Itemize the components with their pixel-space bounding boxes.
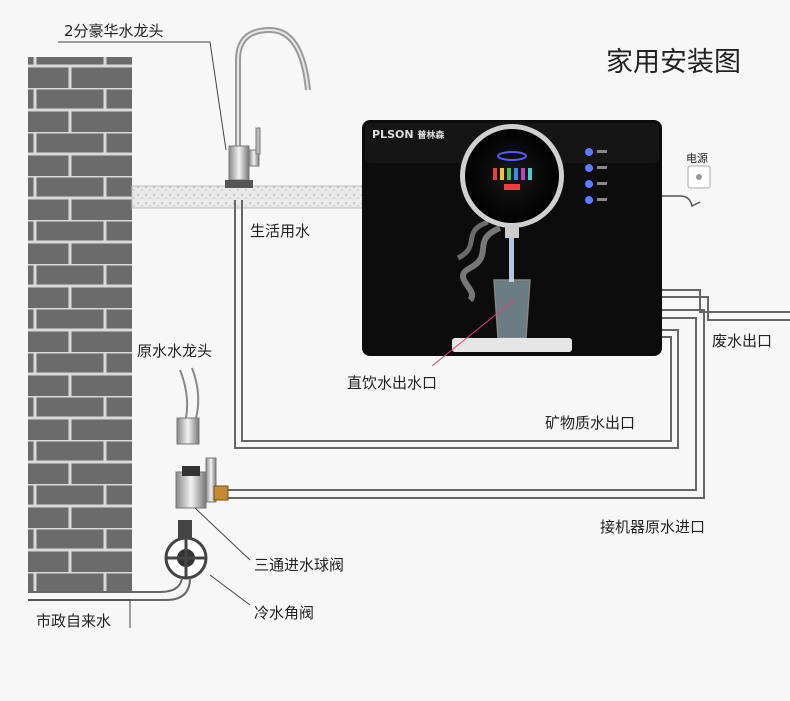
brand-logo-cn: 普林森 bbox=[417, 131, 445, 141]
waste-water-pipe-b bbox=[662, 296, 790, 321]
waste-water-outlet-label: 废水出口 bbox=[712, 332, 773, 350]
brand-logo: PLSON 普林森 bbox=[372, 128, 444, 141]
power-socket bbox=[662, 165, 711, 208]
button-icon bbox=[585, 148, 593, 156]
countertop bbox=[131, 185, 365, 209]
display-screen bbox=[465, 129, 559, 223]
drip-tray bbox=[452, 338, 572, 352]
raw-water-pipe bbox=[226, 317, 697, 491]
waste-water-pipe bbox=[662, 289, 790, 313]
mineral-water-pipe-inner bbox=[241, 200, 672, 442]
button-icon bbox=[585, 164, 593, 172]
button-icon bbox=[585, 196, 593, 204]
raw-water-pipe-outer bbox=[226, 309, 705, 499]
faucet-luxury-label: 2分豪华水龙头 bbox=[64, 22, 164, 40]
three-way-valve-label: 三通进水球阀 bbox=[254, 556, 345, 574]
raw-water-faucet-label: 原水水龙头 bbox=[137, 342, 213, 360]
mineral-water-pipe bbox=[234, 200, 679, 449]
purifier-machine bbox=[362, 120, 662, 367]
page-title: 家用安装图 bbox=[606, 47, 741, 78]
municipal-water-label: 市政自来水 bbox=[36, 612, 112, 630]
mineral-water-outlet-label: 矿物质水出口 bbox=[545, 414, 636, 432]
three-way-valve bbox=[175, 457, 251, 561]
angle-valve bbox=[164, 520, 251, 606]
angle-valve-label: 冷水角阀 bbox=[254, 604, 315, 622]
glass bbox=[493, 279, 531, 339]
domestic-water-label: 生活用水 bbox=[250, 222, 311, 240]
municipal-leader-line bbox=[28, 599, 131, 628]
power-label: 电源 bbox=[686, 152, 708, 165]
luxury-faucet bbox=[225, 26, 311, 188]
municipal-pipe-b bbox=[28, 577, 191, 601]
municipal-pipe bbox=[28, 577, 183, 593]
steam bbox=[460, 225, 502, 303]
raw-water-faucet-hose bbox=[176, 367, 200, 445]
faucet-leader-line bbox=[58, 41, 227, 151]
brand-logo-text: PLSON bbox=[372, 128, 414, 141]
brick-wall bbox=[28, 57, 132, 592]
machine-raw-inlet-label: 接机器原水进口 bbox=[600, 518, 706, 536]
direct-drink-outlet-label: 直饮水出水口 bbox=[347, 374, 438, 392]
button-icon bbox=[585, 180, 593, 188]
